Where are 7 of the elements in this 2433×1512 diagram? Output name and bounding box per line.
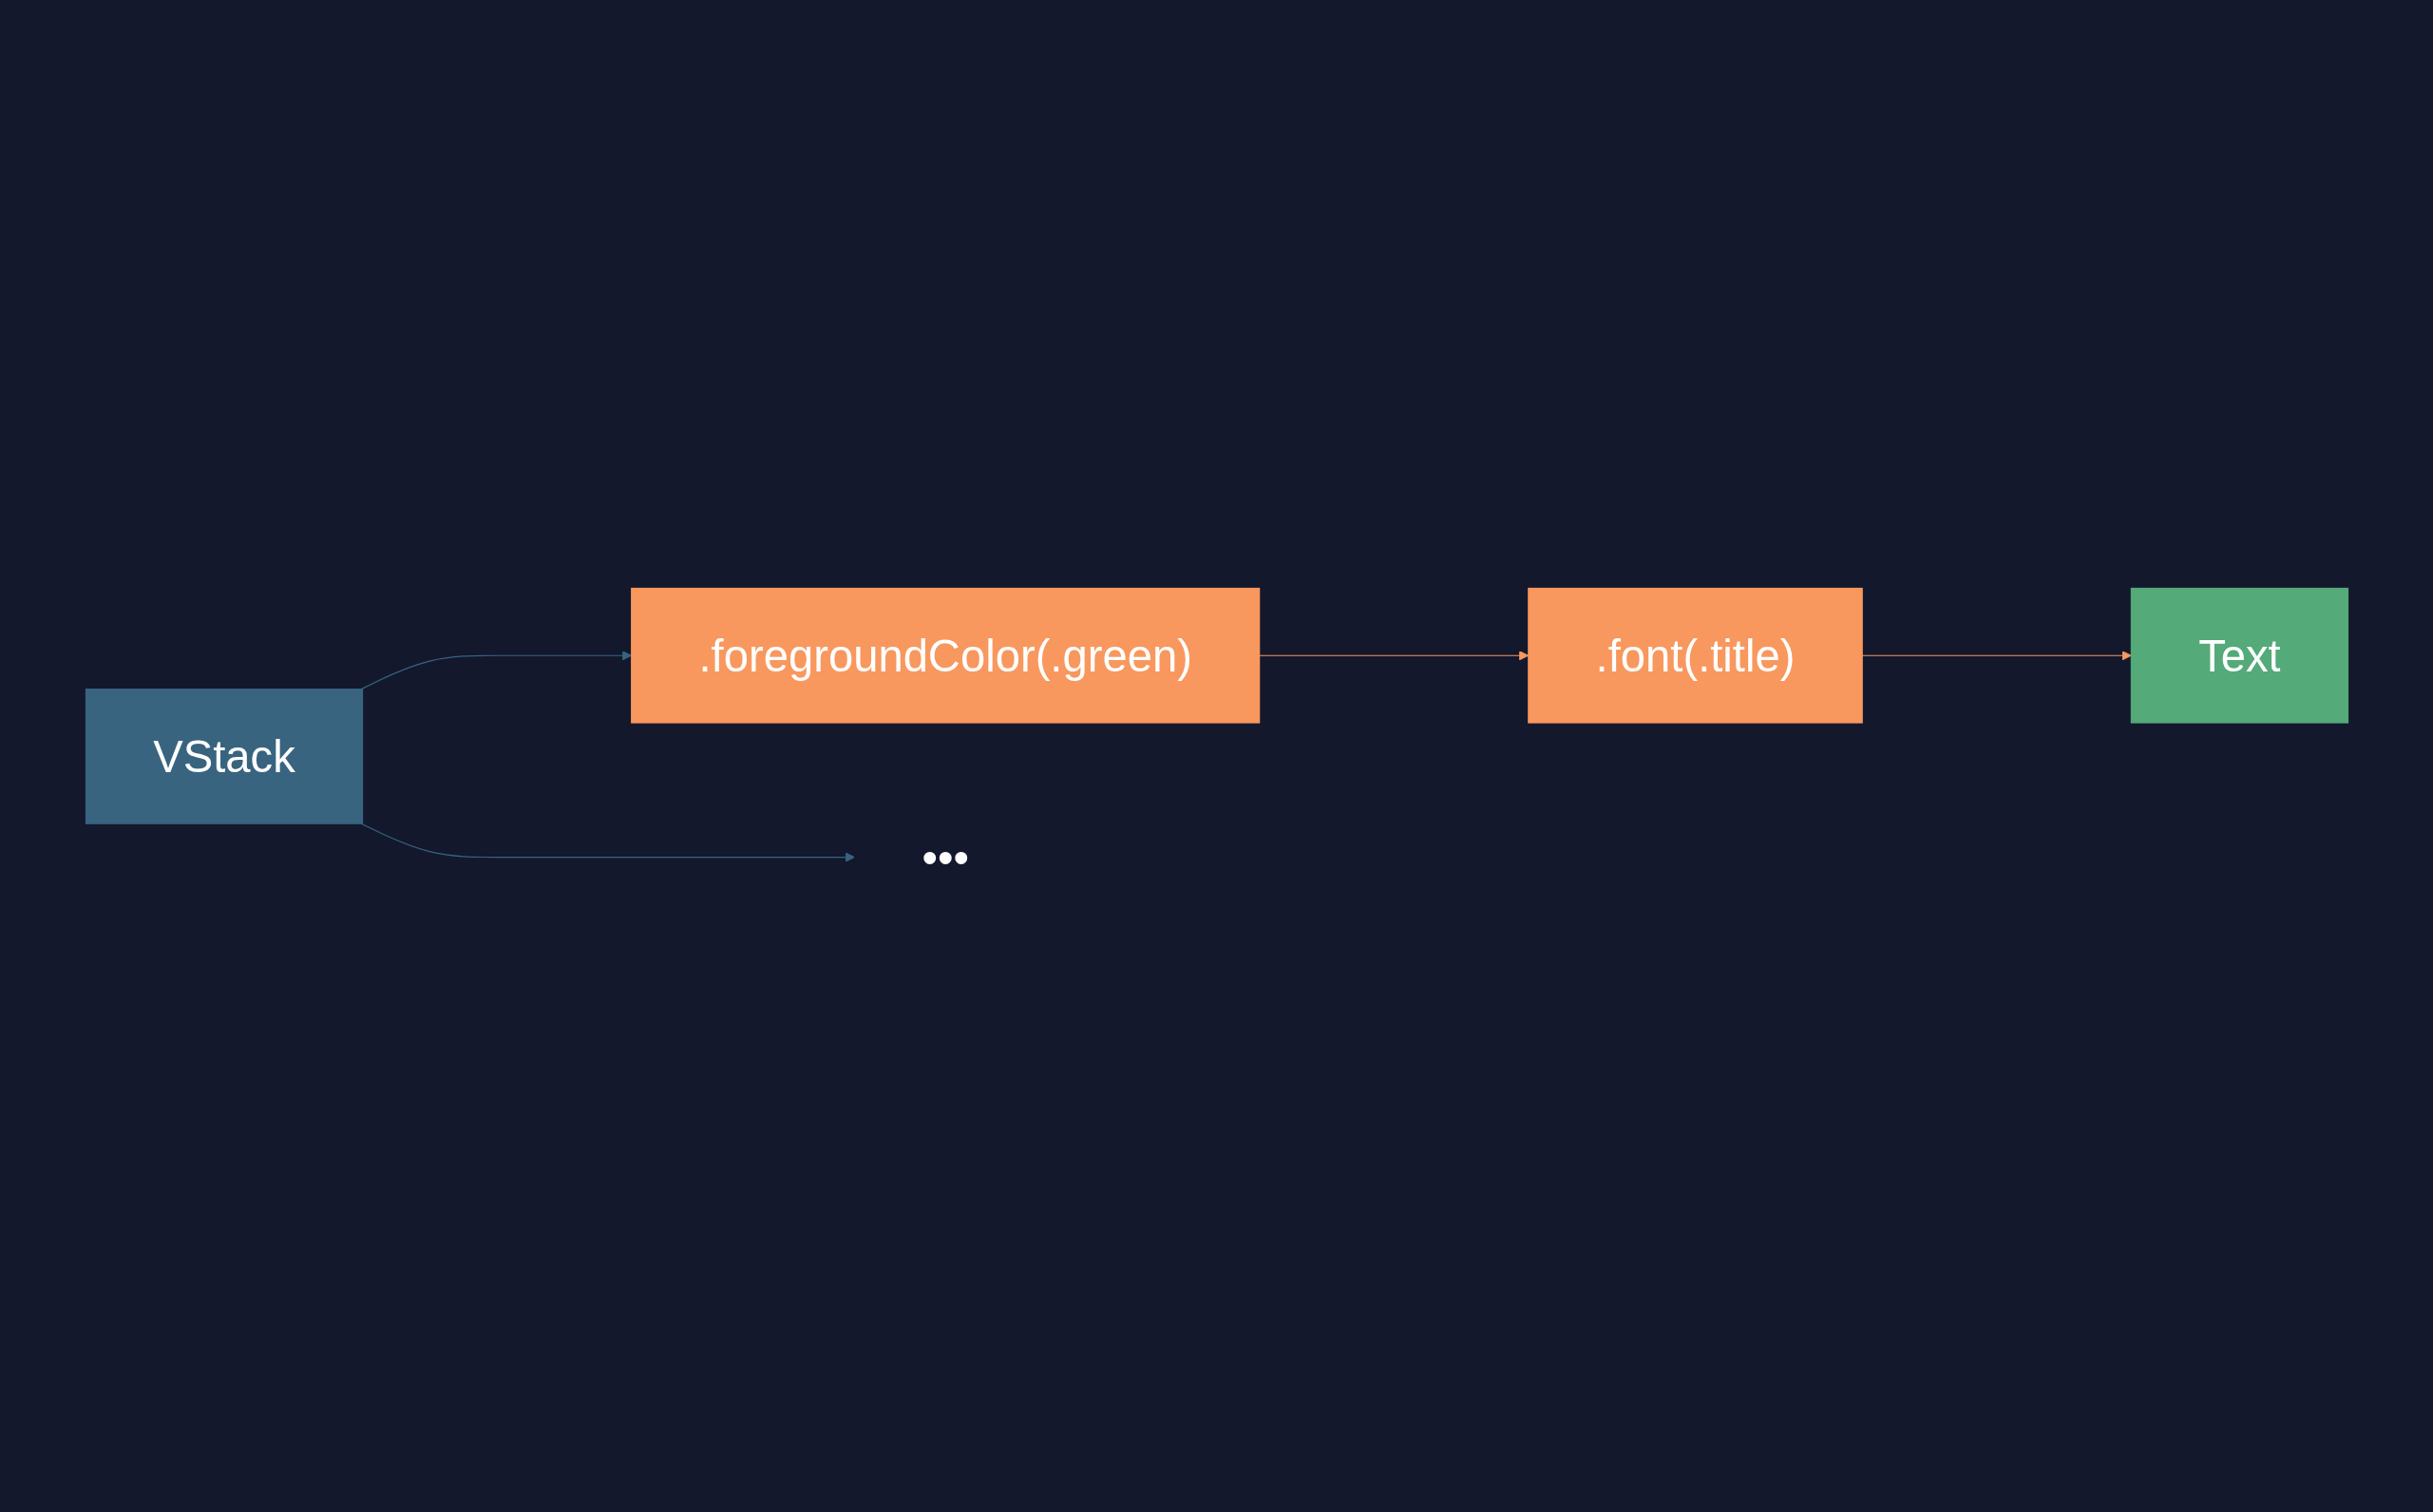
node-box: .foregroundColor(.green) bbox=[630, 587, 1260, 724]
node-box: .font(.title) bbox=[1527, 587, 1863, 724]
node-text: ••• bbox=[921, 832, 969, 882]
arrow bbox=[360, 650, 632, 690]
node-box: Text bbox=[2130, 587, 2348, 724]
node-box: VStack bbox=[85, 688, 363, 824]
arrow bbox=[360, 822, 855, 862]
